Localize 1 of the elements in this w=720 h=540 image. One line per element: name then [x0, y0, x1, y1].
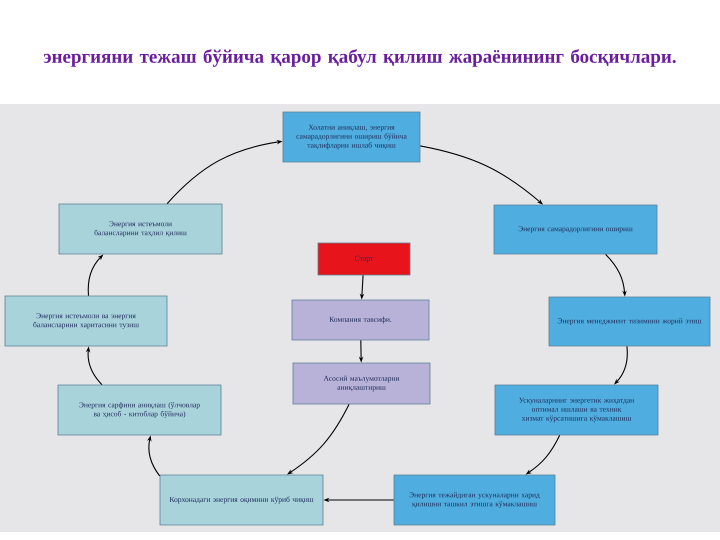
title: энергияни тежаш бўйича қарор қабул қилиш жараёнининг босқичлари. — [44, 49, 676, 67]
